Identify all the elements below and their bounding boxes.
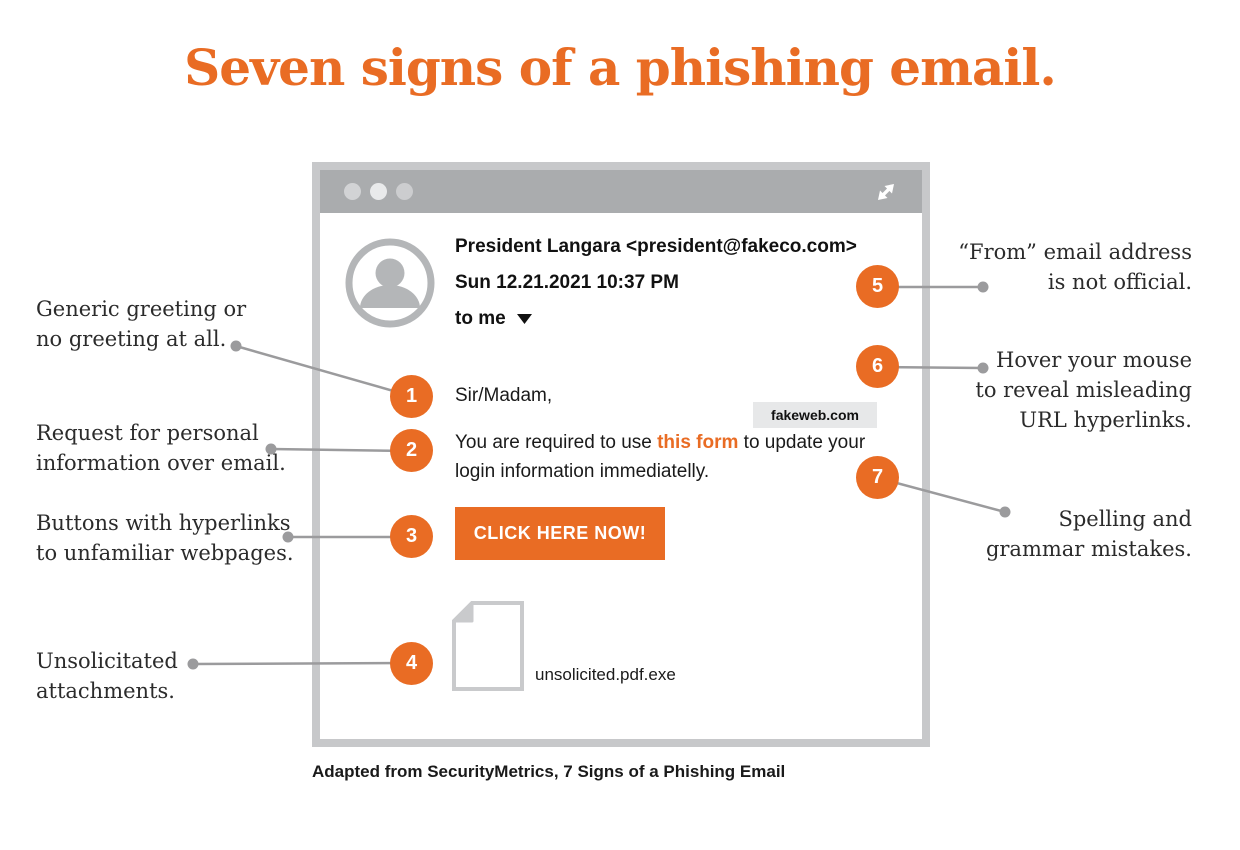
callout-marker-5: 5 xyxy=(856,265,899,308)
window-dot-icon[interactable] xyxy=(396,183,413,200)
window-dot-icon[interactable] xyxy=(344,183,361,200)
attachment-filename: unsolicited.pdf.exe xyxy=(535,665,676,684)
body-text-after: to update your login information immedia… xyxy=(455,432,866,482)
url-hover-tooltip: fakeweb.com xyxy=(753,402,877,428)
sender-line: President Langara <president@fakeco.com> xyxy=(455,236,857,257)
callout-label-3: Buttons with hyperlinks to unfamiliar we… xyxy=(36,511,294,565)
attachment[interactable]: unsolicited.pdf.exe xyxy=(451,601,676,691)
body-paragraph: You are required to use this form to upd… xyxy=(455,429,891,486)
callout-marker-4: 4 xyxy=(390,642,433,685)
page-title: Seven signs of a phishing email. xyxy=(184,38,1057,97)
callout-marker-2: 2 xyxy=(390,429,433,472)
expand-icon[interactable] xyxy=(871,177,901,207)
window-dot-icon[interactable] xyxy=(370,183,387,200)
callout-marker-3: 3 xyxy=(390,515,433,558)
callout-marker-7: 7 xyxy=(856,456,899,499)
callout-label-6: Hover your mouse to reveal misleading UR… xyxy=(975,348,1192,432)
recipient-label: to me xyxy=(455,308,506,329)
callout-marker-1: 1 xyxy=(390,375,433,418)
callout-label-4: Unsolicitated attachments. xyxy=(36,649,178,703)
phishing-form-link[interactable]: this form xyxy=(657,432,739,453)
source-caption: Adapted from SecurityMetrics, 7 Signs of… xyxy=(312,762,786,781)
body-text-before: You are required to use xyxy=(455,432,658,453)
email-window: President Langara <president@fakeco.com>… xyxy=(312,162,930,747)
window-control-dots[interactable] xyxy=(344,170,413,213)
date-line: Sun 12.21.2021 10:37 PM xyxy=(455,272,679,293)
callout-marker-6: 6 xyxy=(856,345,899,388)
greeting-text: Sir/Madam, xyxy=(455,385,553,406)
caret-down-icon[interactable] xyxy=(516,314,532,324)
click-here-now-button[interactable]: CLICK HERE NOW! xyxy=(455,507,665,560)
window-titlebar xyxy=(320,170,922,213)
recipient-line[interactable]: to me xyxy=(455,308,532,330)
file-icon[interactable] xyxy=(451,601,525,691)
callout-label-2: Request for personal information over em… xyxy=(36,421,286,475)
callout-label-1: Generic greeting or no greeting at all. xyxy=(36,297,247,351)
callout-label-5: “From” email address is not official. xyxy=(958,240,1192,294)
callout-label-7: Spelling and grammar mistakes. xyxy=(985,507,1192,561)
avatar-person-icon xyxy=(345,238,435,328)
